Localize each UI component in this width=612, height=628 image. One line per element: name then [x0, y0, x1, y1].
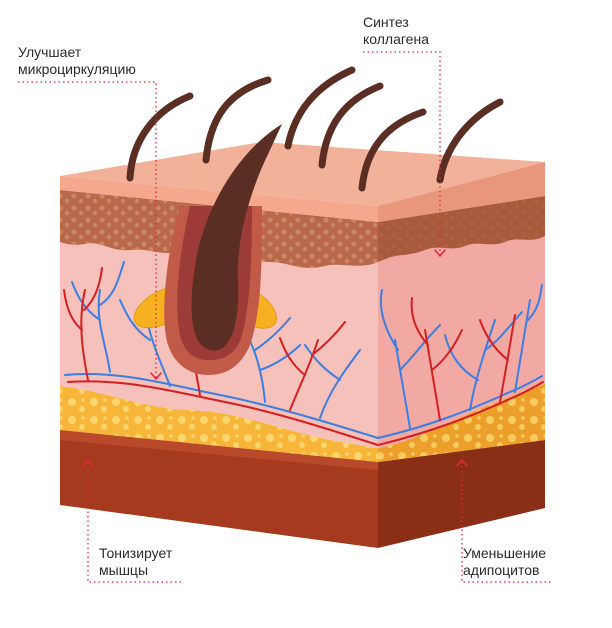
- label-line: микроциркуляцию: [18, 61, 136, 77]
- hair-strand: [126, 92, 194, 182]
- leader-adipocytes: [461, 462, 552, 583]
- arrow-up: [456, 458, 468, 467]
- hair-strand: [358, 108, 427, 192]
- label-collagen: Синтез коллагена: [363, 14, 429, 48]
- arrow-down: [150, 372, 162, 381]
- label-line: Синтез: [363, 14, 409, 30]
- label-muscles: Тонизирует мышцы: [99, 545, 172, 579]
- label-line: Тонизирует: [99, 545, 173, 561]
- label-microcirculation: Улучшает микроциркуляцию: [18, 44, 136, 78]
- leader-arrows: [82, 249, 468, 467]
- label-line: коллагена: [363, 31, 429, 47]
- label-line: мышцы: [99, 562, 148, 578]
- hair-strand: [284, 66, 356, 150]
- label-adipocytes: Уменьшение адипоцитов: [463, 545, 546, 579]
- artery-network: [63, 267, 544, 447]
- muscle-layer: [60, 430, 545, 548]
- hair-strand: [318, 82, 384, 169]
- hair-strand: [202, 76, 272, 164]
- leader-microcirculation: [18, 81, 157, 378]
- label-line: Улучшает: [18, 44, 82, 60]
- hairs: [126, 66, 504, 192]
- arrow-up: [82, 458, 94, 467]
- arrow-down: [434, 249, 446, 258]
- label-line: адипоцитов: [463, 562, 540, 578]
- hair-follicle: [133, 124, 282, 375]
- hair-strand: [436, 98, 504, 184]
- fat-layer: [60, 384, 545, 462]
- leader-lines: [18, 51, 552, 583]
- label-line: Уменьшение: [463, 545, 547, 561]
- leader-collagen: [363, 51, 441, 255]
- hair-follicle-icon: [191, 124, 282, 351]
